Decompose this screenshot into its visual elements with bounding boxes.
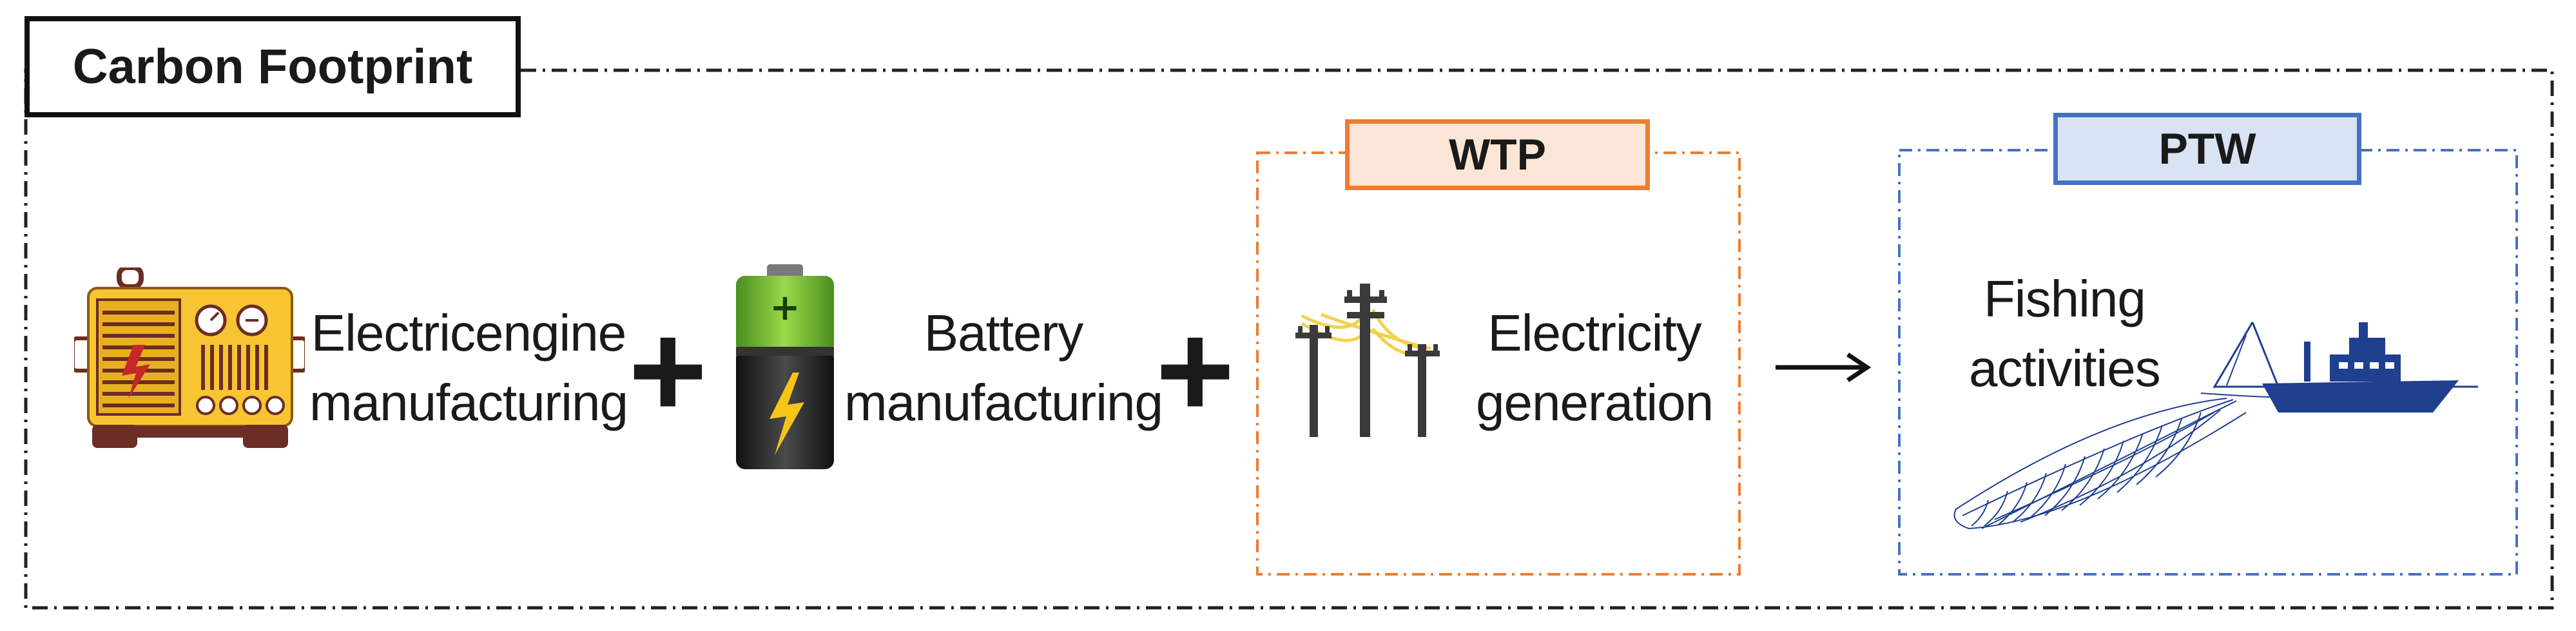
electricity-label-line2: generation <box>1476 374 1714 431</box>
generator-icon <box>74 267 305 448</box>
wtp-label: WTP <box>1345 119 1650 190</box>
plus-operator: + <box>1156 295 1235 446</box>
svg-text:+: + <box>770 287 800 329</box>
plus-operator: + <box>628 295 708 446</box>
fishing-label-line1: Fishing <box>1983 270 2146 327</box>
flow-arrow <box>1776 353 1872 382</box>
power-pole-icon <box>1295 284 1440 437</box>
fishing-activities-label: Fishing activities <box>1969 264 2161 403</box>
battery-icon: + <box>736 264 834 469</box>
battery-label-line1: Battery <box>924 304 1083 362</box>
electricity-generation-label: Electricity generation <box>1476 298 1714 438</box>
engine-label-line1: Electricengine <box>311 304 626 362</box>
trawler-icon <box>1953 322 2478 530</box>
carbon-footprint-frame <box>24 68 2554 610</box>
diagram-title: Carbon Footprint <box>24 16 521 117</box>
battery-label-line2: manufacturing <box>844 374 1163 431</box>
engine-label-line2: manufacturing <box>309 374 628 431</box>
electricity-label-line1: Electricity <box>1487 304 1701 362</box>
engine-manufacturing-label: Electricengine manufacturing <box>309 298 628 438</box>
ptw-label: PTW <box>2053 113 2361 185</box>
battery-manufacturing-label: Battery manufacturing <box>844 298 1163 438</box>
wtp-group-frame <box>1256 151 1741 576</box>
fishing-label-line2: activities <box>1969 340 2161 397</box>
